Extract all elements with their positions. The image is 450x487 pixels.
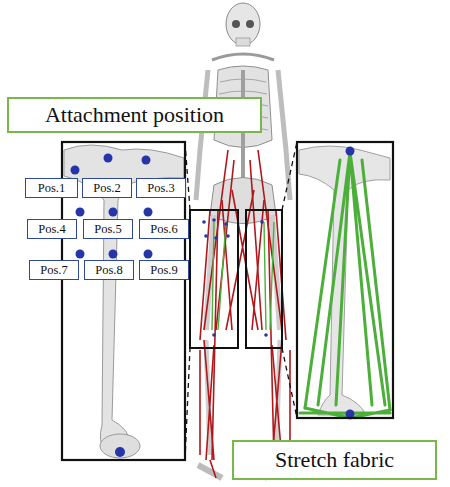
label-text: Attachment position [45,102,224,128]
heading-box: Stretch fabric [232,440,437,480]
position-box: Pos.2 [82,178,132,198]
stretch-fabric-lines [300,152,390,418]
position-label: Pos.8 [95,263,122,278]
heading-box: Attachment position [7,97,262,133]
position-label: Pos.7 [40,263,67,278]
zoom-leader [185,142,297,460]
position-label: Pos.9 [150,263,177,278]
position-box: Pos.4 [27,219,77,239]
muscle-lines [200,150,290,478]
position-box: Pos.6 [139,219,189,239]
zoom-frame [62,142,185,460]
zoom-frame [297,142,393,418]
position-box: Pos.1 [25,178,78,198]
femur-left [64,145,184,458]
position-box: Pos.9 [139,260,189,280]
position-box: Pos.7 [29,260,79,280]
position-label: Pos.4 [38,222,65,237]
attachment-dots [346,147,355,419]
position-label: Pos.2 [93,181,120,196]
position-box: Pos.3 [136,178,186,198]
position-label: Pos.1 [38,181,65,196]
small-dots [202,218,268,337]
position-label: Pos.3 [147,181,174,196]
fabric-lines-small [212,222,274,330]
zoom-frame-small [246,210,282,348]
position-label: Pos.6 [150,222,177,237]
position-box: Pos.8 [84,260,134,280]
femur-right [299,146,390,415]
position-label: Pos.5 [94,222,121,237]
label-text: Stretch fabric [275,447,394,473]
zoom-frame-small [190,210,238,348]
skeleton [196,3,290,478]
attachment-dots [71,154,153,458]
position-box: Pos.5 [83,219,133,239]
